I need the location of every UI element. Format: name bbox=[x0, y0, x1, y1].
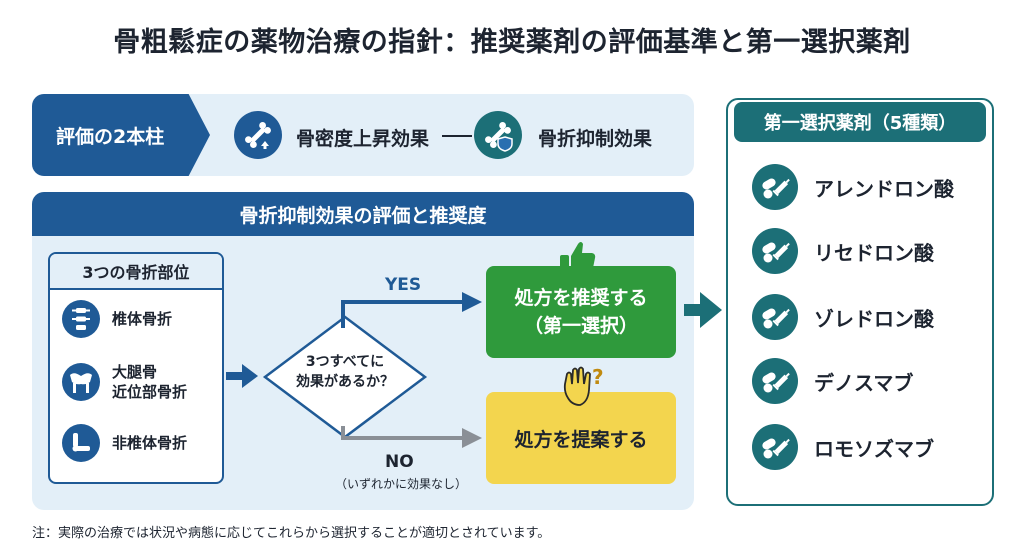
pillars-tag: 評価の2本柱 bbox=[32, 94, 210, 176]
pill-syringe-icon bbox=[752, 424, 798, 470]
recommend-line-1: 処方を推奨する bbox=[514, 287, 648, 309]
drug-item: リセドロン酸 bbox=[752, 228, 934, 274]
pill-syringe-icon bbox=[752, 164, 798, 210]
spine-icon bbox=[62, 300, 100, 338]
drug-item: アレンドロン酸 bbox=[752, 164, 954, 210]
suggest-box: 処方を提案する bbox=[486, 392, 676, 484]
recommend-line-2: （第一選択） bbox=[523, 315, 638, 337]
yes-label: YES bbox=[385, 275, 422, 295]
pill-syringe-icon bbox=[752, 228, 798, 274]
drug-label-denosumab: デノスマブ bbox=[814, 370, 914, 395]
pillar-label-fracture: 骨折抑制効果 bbox=[538, 128, 653, 150]
first-line-drugs-header: 第一選択薬剤（5種類） bbox=[734, 102, 986, 142]
decision-question: 3つすべてに 効果があるか？ bbox=[262, 352, 428, 392]
evaluation-header: 骨折抑制効果の評価と推奨度 bbox=[32, 192, 694, 236]
fracture-sites-box: 3つの骨折部位 椎体骨折 大腿骨 近位部骨折 bbox=[48, 252, 224, 484]
site-label-vertebral: 椎体骨折 bbox=[112, 310, 173, 328]
site-nonvertebral: 非椎体骨折 bbox=[62, 424, 187, 462]
recommend-box: 処方を推奨する （第一選択） bbox=[486, 266, 676, 358]
drug-label-zoledronate: ゾレドロン酸 bbox=[814, 306, 934, 331]
fracture-sites-header: 3つの骨折部位 bbox=[50, 254, 222, 290]
site-label-femur-1: 大腿骨 bbox=[112, 363, 158, 381]
pill-syringe-icon bbox=[752, 294, 798, 340]
drug-label-risedronate: リセドロン酸 bbox=[814, 240, 934, 265]
site-vertebral: 椎体骨折 bbox=[62, 300, 172, 338]
footnote: 注：実際の治療では状況や病態に応じてこれらから選択することが適切とされています。 bbox=[32, 526, 551, 541]
question-line-2: 効果があるか？ bbox=[296, 374, 394, 390]
site-femur: 大腿骨 近位部骨折 bbox=[62, 362, 187, 402]
arm-bone-icon bbox=[62, 424, 100, 462]
no-label: NO bbox=[385, 452, 414, 472]
drug-label-alendronate: アレンドロン酸 bbox=[814, 176, 954, 201]
pillar-label-bmd: 骨密度上昇効果 bbox=[296, 128, 430, 150]
site-label-femur-2: 近位部骨折 bbox=[112, 383, 188, 401]
bone-shield-icon bbox=[474, 111, 522, 159]
drug-item: ロモソズマブ bbox=[752, 424, 934, 470]
drug-item: デノスマブ bbox=[752, 358, 913, 404]
bone-up-icon bbox=[234, 111, 282, 159]
page-title: 骨粗鬆症の薬物治療の指針：推奨薬剤の評価基準と第一選択薬剤 bbox=[113, 27, 911, 58]
site-label-nonvertebral: 非椎体骨折 bbox=[112, 434, 188, 452]
drug-label-romosozumab: ロモソズマブ bbox=[814, 436, 934, 461]
drug-item: ゾレドロン酸 bbox=[752, 294, 934, 340]
pillar-connector bbox=[442, 135, 472, 137]
pelvis-icon bbox=[62, 363, 100, 401]
no-sublabel: （いずれかに効果なし） bbox=[335, 477, 468, 491]
pill-syringe-icon bbox=[752, 358, 798, 404]
question-line-1: 3つすべてに bbox=[305, 354, 385, 370]
